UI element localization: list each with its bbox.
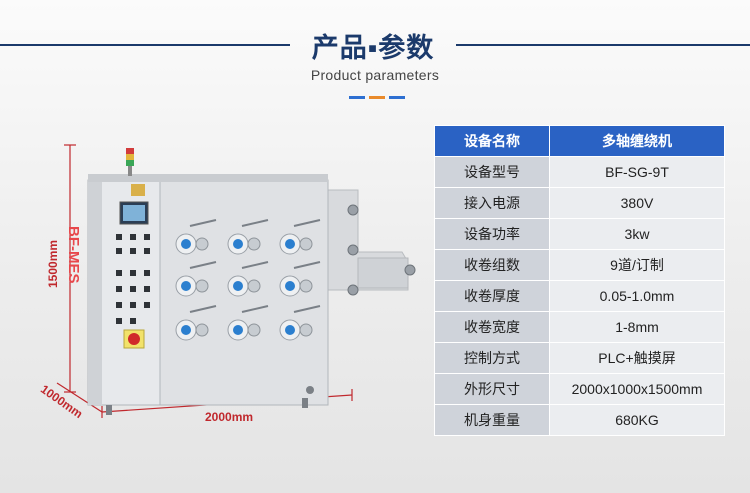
table-row: 机身重量 680KG [434,404,725,436]
table-row: 控制方式 PLC+触摸屏 [434,342,725,374]
header-dash-blue [389,96,405,99]
spec-label: 收卷宽度 [434,311,550,343]
spec-label: 设备型号 [434,156,550,188]
spec-table: 设备名称 多轴缠绕机 设备型号 BF-SG-9T 接入电源 380V 设备功率 … [434,125,725,436]
header-dash-orange [369,96,385,99]
table-row: 接入电源 380V [434,187,725,219]
page-subtitle: Product parameters [310,67,440,83]
spool-grid [175,219,321,341]
spec-value: 1-8mm [549,311,725,343]
spec-header-row: 设备名称 多轴缠绕机 [434,125,725,157]
spec-value: 680KG [549,404,725,436]
header-line-right [456,44,750,46]
table-row: 外形尺寸 2000x1000x1500mm [434,373,725,405]
spec-label: 设备功率 [434,218,550,250]
spec-label: 机身重量 [434,404,550,436]
header-line-left [0,44,290,46]
section-header: 产品▪参数 Product parameters [0,0,750,110]
table-row: 收卷厚度 0.05-1.0mm [434,280,725,312]
spec-label: 接入电源 [434,187,550,219]
machine-drawing [56,144,416,418]
spec-header-label: 设备名称 [434,125,550,157]
dimension-label-model: BF-MES [65,226,82,284]
spec-label: 控制方式 [434,342,550,374]
header-dash-blue [349,96,365,99]
page-title: 产品▪参数 [311,33,435,63]
table-row: 设备功率 3kw [434,218,725,250]
spec-value: 380V [549,187,725,219]
spec-label: 外形尺寸 [434,373,550,405]
dimension-label-height: 1500mm [46,239,60,288]
spec-value: 2000x1000x1500mm [549,373,725,405]
spec-value: 3kw [549,218,725,250]
spec-value: 9道/订制 [549,249,725,281]
machine-illustration: BF-MES 1500mm 1000mm 2000mm [38,140,440,490]
dimension-label-width: 2000mm [205,410,254,424]
spec-value: BF-SG-9T [549,156,725,188]
spec-value: 0.05-1.0mm [549,280,725,312]
spec-label: 收卷组数 [434,249,550,281]
table-row: 收卷组数 9道/订制 [434,249,725,281]
spec-header-value: 多轴缠绕机 [549,125,725,157]
table-row: 设备型号 BF-SG-9T [434,156,725,188]
spec-value: PLC+触摸屏 [549,342,725,374]
spec-label: 收卷厚度 [434,280,550,312]
table-row: 收卷宽度 1-8mm [434,311,725,343]
